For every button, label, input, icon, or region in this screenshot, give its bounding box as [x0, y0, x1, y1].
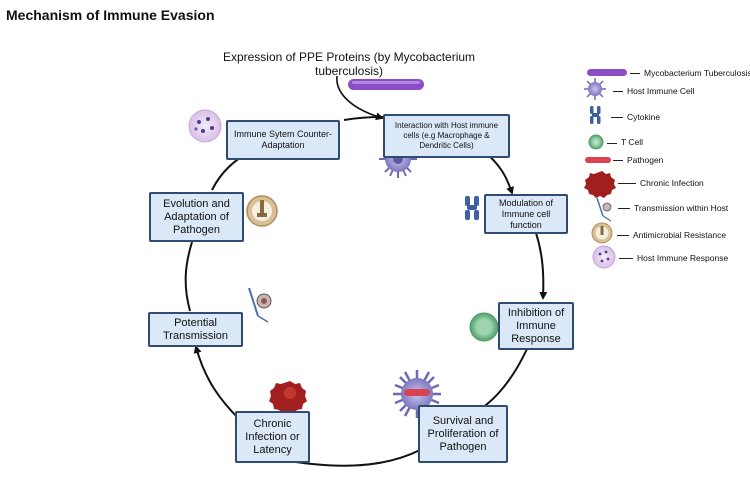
legend-cytokine-label: Cytokine [627, 112, 661, 122]
cycle-arc [343, 115, 384, 121]
legend [584, 69, 627, 269]
legend-transmission-label: Transmission within Host [634, 203, 729, 213]
top-caption: Expression of PPE Proteins (by Mycobacte… [222, 50, 476, 78]
legend-pathogen-icon [585, 157, 611, 163]
legend-host-response-label: Host Immune Response [637, 253, 729, 263]
caption-arrow [336, 75, 384, 121]
step-interaction-label: Interaction with Host immune cells (e.g … [394, 121, 499, 150]
cytokine-icon [465, 196, 479, 220]
t-cell-icon [469, 312, 499, 342]
legend-cytokine-icon [590, 106, 601, 124]
step-counter-adaptation-label: Immune Sytem Counter-Adaptation [233, 129, 333, 150]
legend-t-cell-icon [588, 134, 604, 150]
step-inhibition-box: Inhibition of Immune Response [498, 302, 574, 350]
step-transmission-box: Potential Transmission [148, 312, 243, 347]
step-modulation-label: Modulation of Immune cell function [498, 197, 554, 230]
chronic-infection-icon [269, 381, 307, 414]
step-survival-label: Survival and Proliferation of Pathogen [427, 414, 499, 453]
step-survival-box: Survival and Proliferation of Pathogen [418, 405, 508, 463]
step-interaction-box: Interaction with Host immune cells (e.g … [383, 114, 510, 158]
step-evolution-label: Evolution and Adaptation of Pathogen [163, 197, 230, 236]
mycobacterium-icon [348, 79, 424, 90]
arc-to-evolution [184, 241, 193, 312]
legend-amr-label: Antimicrobial Resistance [633, 230, 727, 240]
step-chronic-label: Chronic Infection or Latency [245, 417, 300, 456]
step-evolution-box: Evolution and Adaptation of Pathogen [149, 192, 244, 242]
step-counter-adaptation-box: Immune Sytem Counter-Adaptation [226, 120, 340, 160]
host-cell-with-pathogen-icon [393, 370, 441, 418]
arrow-to-transmission [193, 345, 241, 421]
page-title: Mechanism of Immune Evasion [6, 7, 215, 23]
legend-host-immune-response-icon [592, 245, 616, 269]
legend-transmission-icon [596, 197, 612, 222]
host-immune-response-icon [188, 109, 222, 143]
legend-chronic-infection-icon [584, 171, 616, 198]
step-chronic-box: Chronic Infection or Latency [235, 411, 310, 463]
step-transmission-label: Potential Transmission [163, 316, 228, 342]
legend-tcell-label: T Cell [621, 137, 644, 147]
legend-host-cell-label: Host Immune Cell [627, 86, 695, 96]
transmission-icon [248, 287, 272, 323]
legend-mycobacterium-icon [587, 69, 627, 76]
arc-to-survival [472, 348, 528, 414]
legend-host-immune-cell-icon [584, 78, 606, 100]
legend-pathogen-label: Pathogen [627, 155, 664, 165]
step-inhibition-label: Inhibition of Immune Response [507, 306, 565, 345]
legend-mtb-label: Mycobacterium Tuberculosis [644, 68, 750, 78]
legend-antimicrobial-resistance-icon [591, 222, 613, 244]
legend-chronic-label: Chronic Infection [640, 178, 704, 188]
antimicrobial-resistance-icon [246, 195, 278, 227]
arrow-to-inhibition [535, 232, 548, 300]
step-modulation-box: Modulation of Immune cell function [484, 194, 568, 234]
